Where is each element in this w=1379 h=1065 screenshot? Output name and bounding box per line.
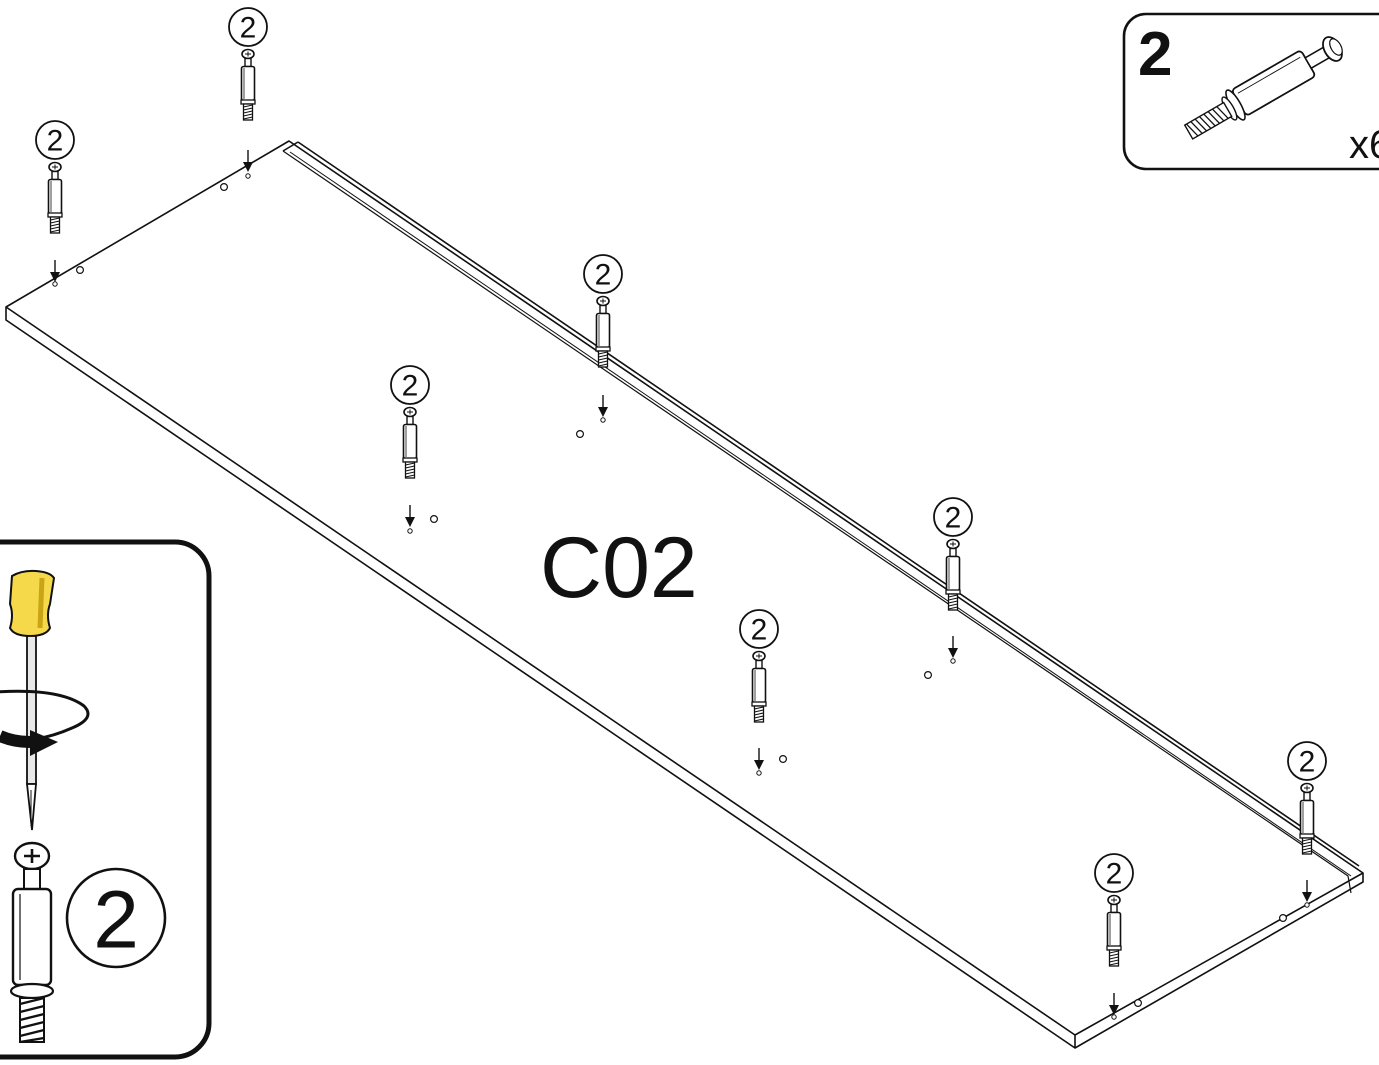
panel-holes bbox=[75, 183, 1287, 1007]
cam-bolt-4 bbox=[402, 406, 418, 534]
callout-3: 2 bbox=[583, 254, 623, 294]
svg-text:2: 2 bbox=[93, 875, 139, 966]
cam-bolt-6 bbox=[751, 650, 767, 776]
detail-callout: 2 bbox=[65, 867, 167, 969]
cam-bolt-1 bbox=[240, 48, 256, 179]
rotate-arrow-icon bbox=[0, 689, 90, 756]
svg-text:2: 2 bbox=[1106, 858, 1123, 891]
callout-5: 2 bbox=[933, 497, 973, 537]
panel-c02 bbox=[5, 140, 1364, 1049]
callout-2: 2 bbox=[35, 120, 75, 160]
callout-8: 2 bbox=[1094, 853, 1134, 893]
cam-bolt-2 bbox=[47, 161, 63, 287]
svg-text:2: 2 bbox=[945, 502, 962, 535]
cam-bolt-detail bbox=[9, 841, 55, 1044]
cam-bolt-5 bbox=[945, 538, 961, 664]
part-box: 2 x6 bbox=[1122, 12, 1379, 171]
svg-text:2: 2 bbox=[47, 125, 64, 158]
cam-bolt-3 bbox=[595, 295, 611, 423]
svg-text:2: 2 bbox=[402, 370, 419, 403]
part-box-number: 2 bbox=[1138, 20, 1172, 89]
cam-bolt-icon bbox=[1183, 36, 1343, 140]
callout-7: 2 bbox=[1287, 741, 1327, 781]
callout-4: 2 bbox=[390, 365, 430, 405]
detail-box: 2 bbox=[0, 539, 212, 1060]
callout-1: 2 bbox=[228, 7, 268, 47]
part-box-quantity: x6 bbox=[1349, 123, 1379, 167]
svg-text:2: 2 bbox=[595, 259, 612, 292]
cam-bolt-7 bbox=[1299, 782, 1315, 908]
callout-6: 2 bbox=[739, 609, 779, 649]
svg-text:2: 2 bbox=[1299, 746, 1316, 779]
svg-text:2: 2 bbox=[751, 614, 768, 647]
cam-bolt-8 bbox=[1106, 894, 1122, 1020]
panel-label: C02 bbox=[540, 520, 698, 616]
screwdriver-icon bbox=[8, 569, 56, 831]
svg-text:2: 2 bbox=[240, 12, 257, 45]
